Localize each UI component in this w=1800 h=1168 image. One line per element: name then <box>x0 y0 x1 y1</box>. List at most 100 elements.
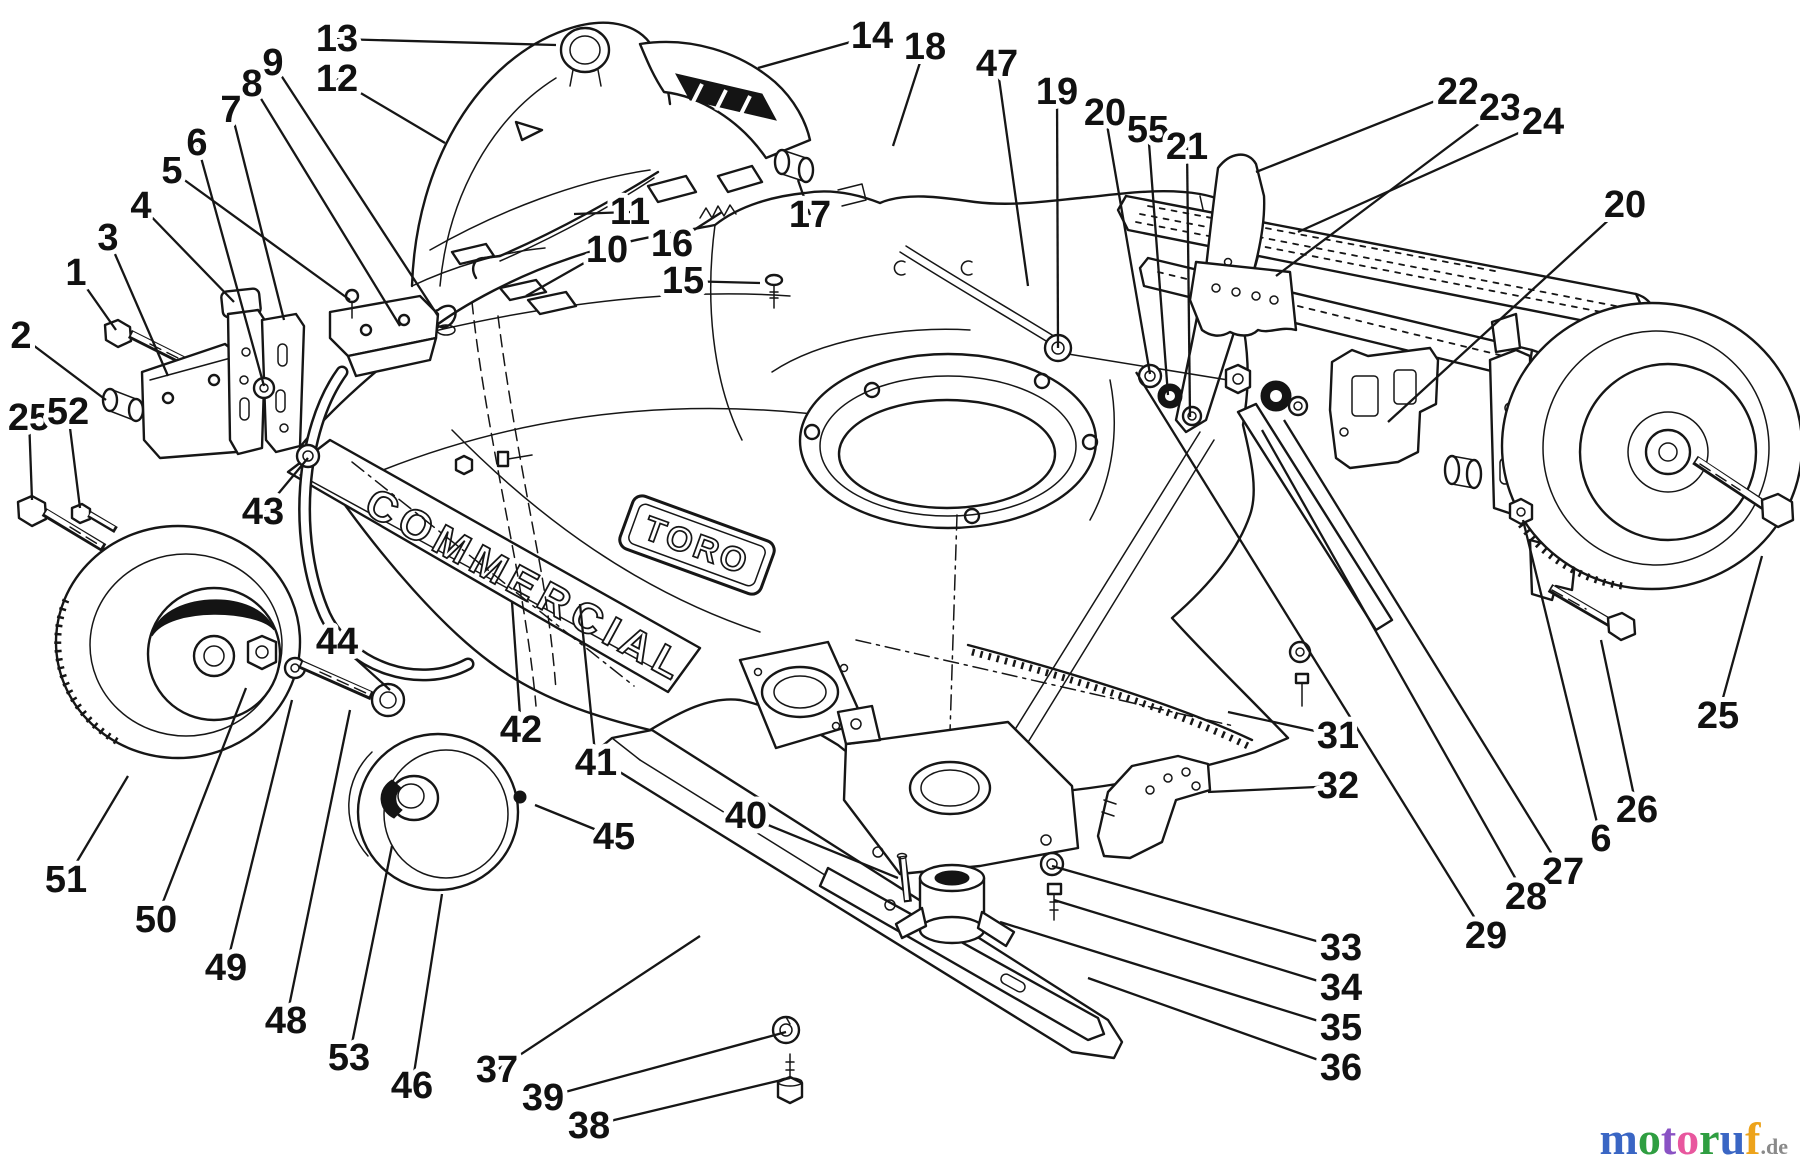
callout-4: 4 <box>130 185 151 227</box>
door-nut <box>454 454 474 476</box>
leader-line-14 <box>757 34 873 70</box>
screw-52 <box>70 502 118 534</box>
callout-40: 40 <box>725 795 767 837</box>
washer-21 <box>1181 405 1203 427</box>
watermark-suffix: .de <box>1760 1134 1789 1159</box>
callout-9: 9 <box>262 42 283 84</box>
leader-line-24 <box>1297 120 1544 234</box>
leader-line-20 <box>1103 112 1152 375</box>
callout-42: 42 <box>500 709 542 751</box>
bolt-1 <box>103 318 189 367</box>
leader-line-19 <box>1055 91 1060 349</box>
leader-line-22 <box>1255 90 1459 174</box>
callout-35: 35 <box>1320 1007 1362 1049</box>
latch-rod <box>472 170 660 280</box>
callout-19: 19 <box>1036 71 1078 113</box>
pin-40 <box>896 852 912 903</box>
motoruf-watermark: motoruf.de <box>1600 1116 1789 1162</box>
leader-line-52 <box>66 411 82 509</box>
watermark-letter: f <box>1745 1113 1761 1164</box>
bolt-26 <box>1547 584 1637 642</box>
callout-12: 12 <box>316 58 358 100</box>
callout-55: 55 <box>1127 109 1169 151</box>
leader-line-6 <box>1521 519 1603 840</box>
leader-line-6 <box>195 142 266 387</box>
callout-33: 33 <box>1320 927 1362 969</box>
leader-line-25 <box>1716 555 1764 717</box>
wheel-cover-46 <box>348 732 520 892</box>
callout-27: 27 <box>1542 851 1584 893</box>
callout-38: 38 <box>568 1105 610 1147</box>
cable-clip <box>498 278 548 302</box>
leader-line-5 <box>171 170 351 301</box>
callout-6: 6 <box>186 122 207 164</box>
leader-line-4 <box>140 205 235 303</box>
blade-bolt-38 <box>776 1053 804 1105</box>
leader-line-39 <box>542 1030 787 1100</box>
chute-deflector-assembly <box>395 21 815 353</box>
callout-2: 2 <box>10 315 31 357</box>
callout-46: 46 <box>391 1065 433 1107</box>
leader-line-43 <box>262 457 309 513</box>
leader-line-51 <box>65 775 129 881</box>
bolt-25-left <box>16 494 107 552</box>
leader-line-18 <box>891 46 927 147</box>
blade-adapter-35 <box>894 863 1016 948</box>
callout-28: 28 <box>1505 876 1547 918</box>
callout-15: 15 <box>662 260 704 302</box>
leader-line-27 <box>1283 419 1564 873</box>
cover-plate-14 <box>638 40 812 160</box>
leader-line-11 <box>573 210 631 216</box>
leader-line-26 <box>1599 639 1639 811</box>
underside-assembly <box>598 640 1312 1105</box>
leader-line-31 <box>1227 710 1339 738</box>
rear-wheel <box>1500 301 1800 591</box>
callout-20: 20 <box>1084 92 1126 134</box>
callout-53: 53 <box>328 1037 370 1079</box>
callout-43: 43 <box>242 491 284 533</box>
watermark-letter: m <box>1599 1113 1638 1164</box>
leader-line-44 <box>336 641 391 691</box>
plate-7 <box>260 312 306 454</box>
leader-line-40 <box>745 814 899 880</box>
callout-34: 34 <box>1320 967 1362 1009</box>
callout-5: 5 <box>161 150 182 192</box>
callout-24: 24 <box>1522 101 1564 143</box>
leader-line-12 <box>336 78 446 144</box>
callout-1: 1 <box>65 252 86 294</box>
leader-line-13 <box>336 37 557 47</box>
leader-line-2 <box>20 335 107 401</box>
leader-line-21 <box>1185 146 1192 418</box>
leader-line-38 <box>588 1076 791 1128</box>
watermark-letter: o <box>1676 1113 1700 1164</box>
callout-25: 25 <box>1697 695 1739 737</box>
pivot-bracket <box>1328 346 1440 470</box>
callout-23: 23 <box>1479 87 1521 129</box>
washer-6 <box>252 376 276 400</box>
leader-line-15 <box>682 279 761 285</box>
callout-52: 52 <box>47 391 89 433</box>
front-left-hardware <box>16 287 635 687</box>
spacer-roller <box>1443 454 1483 490</box>
leader-line-9 <box>272 62 439 317</box>
leader-line-41 <box>578 603 598 764</box>
bag-bracket-32 <box>1096 754 1212 860</box>
leader-line-46 <box>410 893 444 1087</box>
leader-line-32 <box>1207 784 1339 794</box>
rear-right-assembly <box>899 153 1800 753</box>
pivot-spacer <box>1287 395 1309 417</box>
leader-line-37 <box>496 935 701 1071</box>
spacer-2 <box>101 387 145 423</box>
leader-line-55 <box>1146 129 1170 396</box>
leader-line-20 <box>1387 204 1626 423</box>
leader-line-34 <box>1053 898 1342 990</box>
watermark-wordmark: motoruf <box>1600 1113 1761 1164</box>
sector-bracket-23 <box>1188 260 1298 337</box>
leader-line-49 <box>224 699 294 969</box>
callout-47: 47 <box>976 43 1018 85</box>
engine-mount-ring <box>798 352 1099 861</box>
pivot-nut <box>1224 363 1252 395</box>
bearing-55 <box>1157 383 1183 409</box>
callout-10: 10 <box>586 229 628 271</box>
